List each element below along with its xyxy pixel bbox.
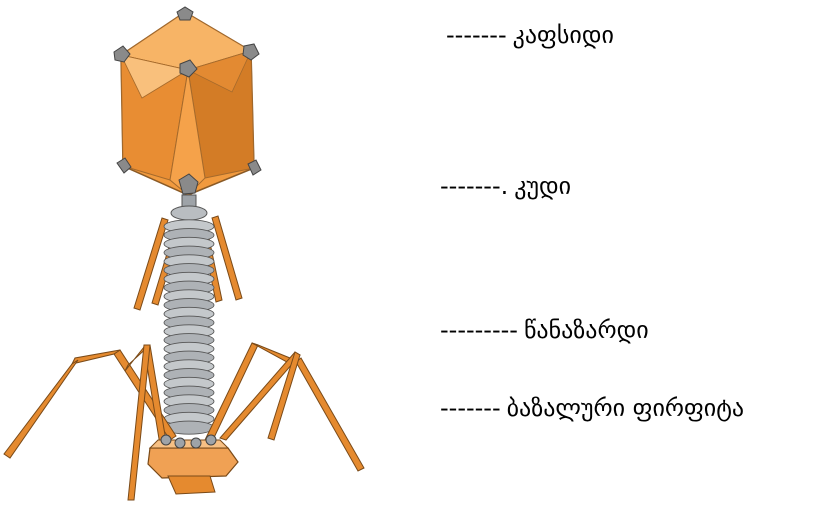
bacteriophage-illustration	[0, 0, 400, 529]
label-text: კაფსიდი	[513, 21, 614, 49]
leader-line: -------	[440, 394, 501, 422]
baseplate	[148, 435, 238, 494]
tail-sheath	[164, 220, 214, 434]
label-baseplate: -------ბაზალური ფირფიტა	[440, 393, 744, 423]
label-capsid: -------კაფსიდი	[446, 20, 614, 50]
label-sheath: ---------წანაზარდი	[440, 315, 649, 345]
leader-line: ---------	[440, 316, 518, 344]
label-text: კუდი	[514, 172, 571, 200]
label-text: წანაზარდი	[524, 316, 649, 344]
leader-line: -------.	[440, 172, 508, 200]
capsid	[114, 7, 261, 195]
label-text: ბაზალური ფირფიტა	[507, 394, 745, 422]
label-tail: -------.კუდი	[440, 171, 571, 201]
leader-line: -------	[446, 21, 507, 49]
neck	[171, 195, 207, 220]
